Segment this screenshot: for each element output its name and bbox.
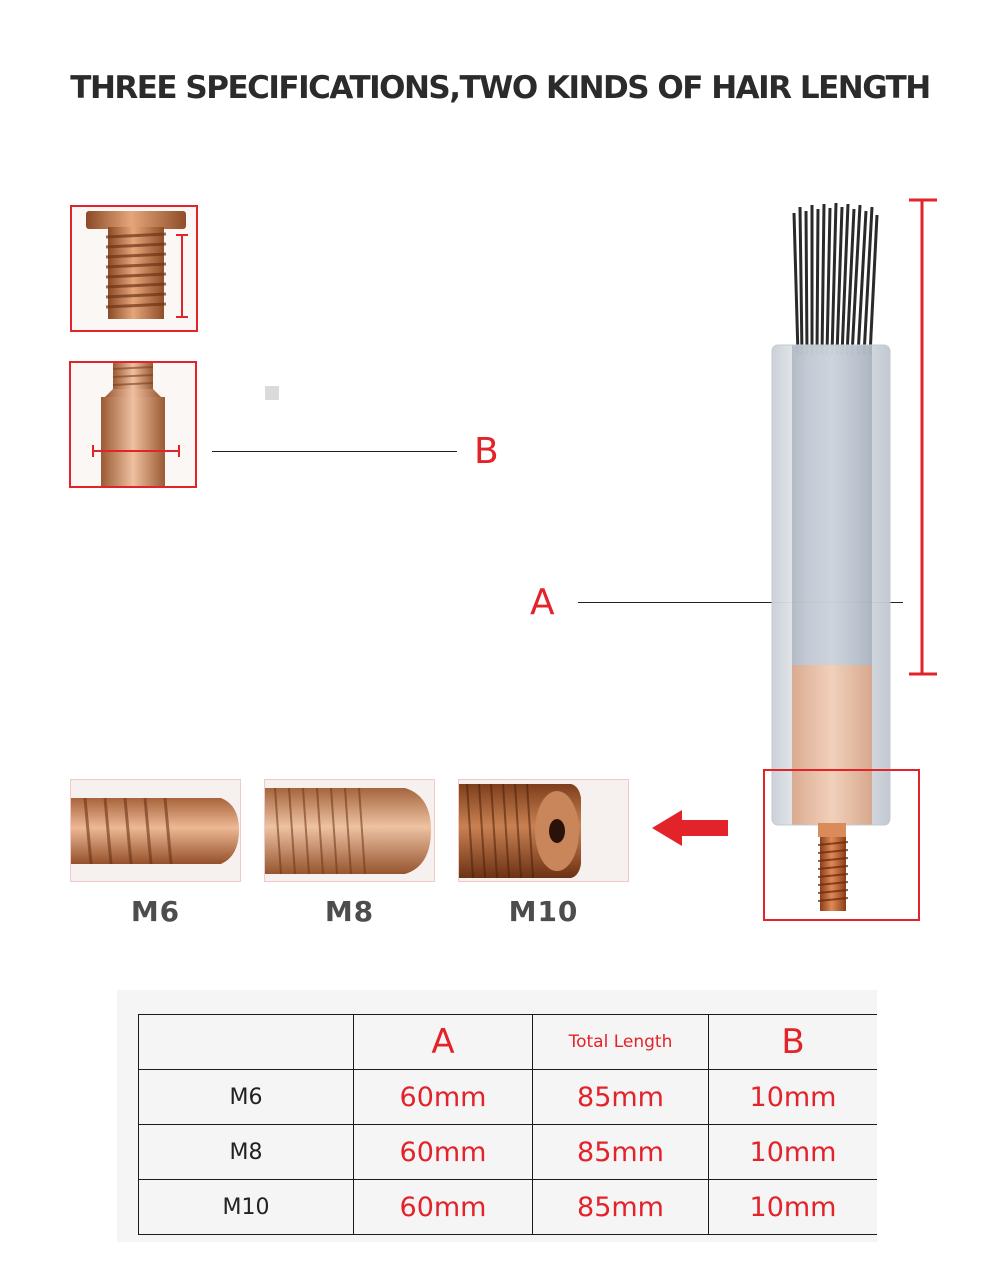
total-length-marker bbox=[909, 198, 937, 676]
row-a: 60mm bbox=[353, 1179, 533, 1235]
m10-label: M10 bbox=[508, 895, 579, 928]
placeholder-square bbox=[265, 386, 279, 400]
a-label: A bbox=[530, 582, 555, 623]
header-b: B bbox=[708, 1014, 877, 1070]
b-label: B bbox=[474, 431, 499, 472]
thread-length-detail bbox=[70, 205, 198, 332]
m10-thread-thumbnail bbox=[458, 779, 629, 882]
row-size: M8 bbox=[138, 1124, 354, 1180]
m6-label: M6 bbox=[130, 895, 181, 928]
a-leader-line bbox=[578, 602, 903, 603]
row-b: 10mm bbox=[708, 1179, 877, 1235]
table-row: M10 60mm 85mm 10mm bbox=[138, 1179, 877, 1235]
header-blank bbox=[138, 1014, 354, 1070]
m6-thread-thumbnail bbox=[70, 779, 241, 882]
spec-table: A Total Length B M6 60mm 85mm 10mm M8 60… bbox=[138, 1014, 877, 1235]
row-total-length: 85mm bbox=[532, 1179, 709, 1235]
row-total-length: 85mm bbox=[532, 1124, 709, 1180]
m8-thread-image bbox=[265, 787, 431, 875]
row-b: 10mm bbox=[708, 1124, 877, 1180]
table-header-row: A Total Length B bbox=[138, 1014, 877, 1070]
m8-label: M8 bbox=[324, 895, 375, 928]
header-total-length: Total Length bbox=[532, 1014, 709, 1070]
row-size: M10 bbox=[138, 1179, 354, 1235]
shank-closeup-image bbox=[92, 363, 180, 486]
m10-thread-image bbox=[459, 783, 581, 879]
thread-closeup-image bbox=[86, 211, 188, 319]
row-a: 60mm bbox=[353, 1069, 533, 1125]
arrow-left-icon bbox=[652, 810, 728, 846]
thread-highlight-box bbox=[763, 769, 920, 921]
row-b: 10mm bbox=[708, 1069, 877, 1125]
row-size: M6 bbox=[138, 1069, 354, 1125]
row-a: 60mm bbox=[353, 1124, 533, 1180]
m6-thread-image bbox=[71, 797, 239, 865]
table-row: M6 60mm 85mm 10mm bbox=[138, 1069, 877, 1125]
m8-thread-thumbnail bbox=[264, 779, 435, 882]
brush-product-image bbox=[771, 202, 891, 911]
row-total-length: 85mm bbox=[532, 1069, 709, 1125]
header-a: A bbox=[353, 1014, 533, 1070]
table-row: M8 60mm 85mm 10mm bbox=[138, 1124, 877, 1180]
page-title: THREE SPECIFICATIONS,TWO KINDS OF HAIR L… bbox=[70, 70, 931, 106]
diameter-detail bbox=[69, 361, 197, 488]
b-leader-line bbox=[212, 451, 457, 452]
